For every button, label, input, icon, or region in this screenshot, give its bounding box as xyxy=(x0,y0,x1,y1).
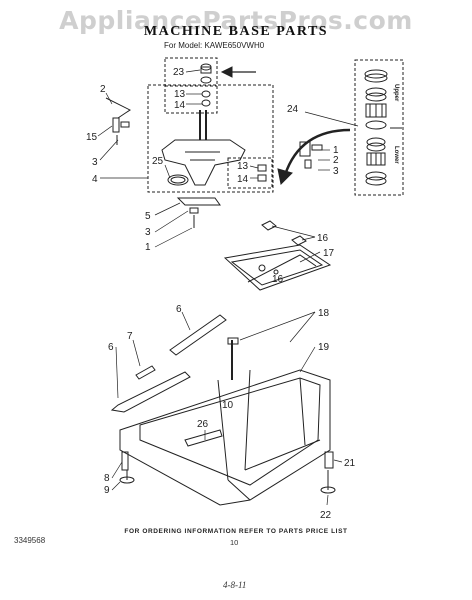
handwritten-note: 4-8-11 xyxy=(223,580,247,590)
callout-3b: 3 xyxy=(333,166,339,177)
callout-10: 10 xyxy=(222,400,234,411)
callout-6a: 6 xyxy=(176,304,182,315)
callout-14a: 14 xyxy=(174,100,186,111)
callout-4: 4 xyxy=(92,174,98,185)
model-line: For Model: KAWE650VWH0 xyxy=(164,41,265,50)
callout-14b: 14 xyxy=(237,174,249,185)
callout-23: 23 xyxy=(173,67,185,78)
callout-2a: 2 xyxy=(100,84,106,95)
callout-1a: 1 xyxy=(333,145,339,156)
callout-15: 15 xyxy=(86,132,98,143)
bearing-stack xyxy=(364,69,388,186)
page-title: MACHINE BASE PARTS xyxy=(143,24,329,39)
machine-base xyxy=(119,337,331,506)
callout-6b: 6 xyxy=(108,342,114,353)
callout-16a: 16 xyxy=(317,233,329,244)
callout-25: 25 xyxy=(152,156,164,167)
ordering-note: FOR ORDERING INFORMATION REFER TO PARTS … xyxy=(124,528,348,535)
callout-3c: 3 xyxy=(145,227,151,238)
callout-24: 24 xyxy=(287,104,299,115)
callout-17: 17 xyxy=(323,248,335,259)
callout-16b: 16 xyxy=(272,274,284,285)
callout-13a: 13 xyxy=(174,89,186,100)
callout-19: 19 xyxy=(318,342,330,353)
callout-26: 26 xyxy=(197,419,209,430)
lower-label: Lower xyxy=(393,146,399,164)
callout-5: 5 xyxy=(145,211,151,222)
callout-7: 7 xyxy=(127,331,133,342)
callout-9: 9 xyxy=(104,485,110,496)
leveling-legs xyxy=(119,451,336,494)
callout-1b: 1 xyxy=(145,242,151,253)
callout-21: 21 xyxy=(344,458,356,469)
callout-3a: 3 xyxy=(92,157,98,168)
callout-22: 22 xyxy=(320,510,332,521)
callout-13b: 13 xyxy=(237,161,249,172)
transmission-box xyxy=(147,84,274,193)
watermark: AppliancePartsPros.com xyxy=(59,6,413,35)
callout-labels: 23 13 14 24 2 15 3 4 25 13 14 1 2 3 5 3 … xyxy=(86,67,399,521)
callout-2b: 2 xyxy=(333,155,339,166)
document-number: 3349568 xyxy=(14,536,46,545)
drive-frame xyxy=(223,244,332,291)
upper-label: Upper xyxy=(393,84,399,102)
callout-8: 8 xyxy=(104,473,110,484)
bearing-box xyxy=(354,59,404,196)
callout-18: 18 xyxy=(318,308,330,319)
page-number: 10 xyxy=(230,538,239,547)
